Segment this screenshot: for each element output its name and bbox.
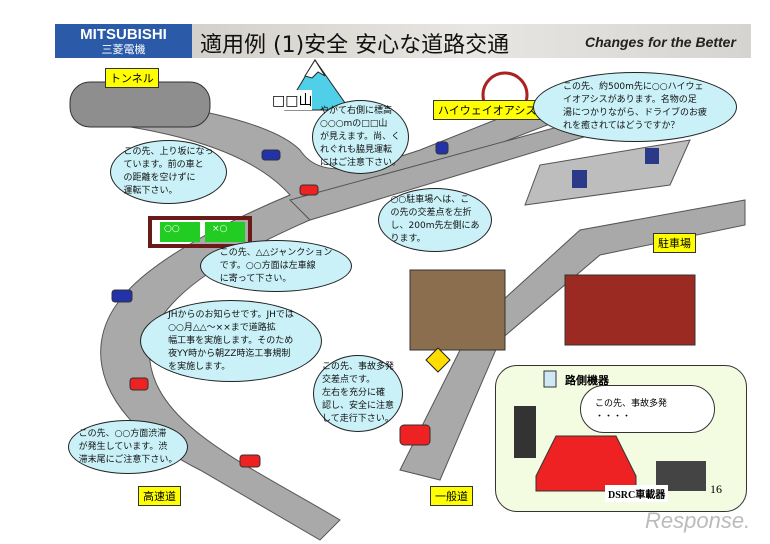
logo-jp: 三菱電機	[101, 43, 146, 56]
obu-label: DSRC車載器	[605, 485, 669, 502]
tunnel-icon	[69, 81, 211, 128]
bubble-parking: ○○駐車場へは、こ の先の交差点を左折 し、200m先左側にあ ります。	[378, 188, 492, 252]
label-general-road: 一般道	[430, 486, 473, 506]
highway-road	[79, 89, 622, 541]
car	[111, 289, 133, 303]
bubble-oasis: この先、約500m先に○○ハイウェ イオアシスがあります。名物の足 湯につかりな…	[533, 72, 737, 142]
mitsubishi-logo: MITSUBISHI 三菱電機	[55, 24, 192, 58]
car	[261, 149, 281, 161]
car	[239, 454, 261, 468]
cabinet-icon	[514, 406, 536, 458]
bubble-text: ○○駐車場へは、こ の先の交差点を左折 し、200m先左側にあ ります。	[390, 195, 480, 244]
car	[129, 377, 149, 391]
page-title: 適用例 (1)安全 安心な道路交通	[200, 33, 510, 58]
label-expressway: 高速道	[138, 486, 181, 506]
bubble-accident: この先、事故多発 交差点です。 左右を充分に確 認し、安全に注意 して走行下さい…	[313, 355, 403, 432]
car-icon	[535, 435, 637, 492]
bubble-tunnel: この先、上り坂になっ ています。前の車と の距離を空けずに 運転下さい。	[110, 140, 227, 204]
thought-cloud: この先、事故多発 ・・・・	[580, 385, 715, 433]
car	[299, 184, 319, 196]
parking-lot	[524, 139, 691, 206]
parking-sign	[572, 170, 587, 188]
building-brown	[409, 269, 506, 351]
logo-en: MITSUBISHI	[80, 26, 167, 43]
junction-warning-sign	[425, 347, 451, 373]
bubble-jh: JHからのお知らせです。JHでは ○○月△△～××まで道路拡 幅工事を実施します…	[140, 300, 322, 382]
sign-gantry	[148, 216, 252, 248]
page-number: 16	[710, 482, 722, 496]
bubble-junction: この先、△△ジャンクション です。○○方面は左車線 に寄って下さい。	[200, 240, 352, 292]
bubble-text: この先、○○方面渋滞 が発生しています。渋 滞末尾にご注意下さい。	[78, 428, 178, 465]
tagline: Changes for the Better	[585, 34, 736, 50]
watermark: Response.	[645, 508, 751, 533]
bubble-text: この先、約500m先に○○ハイウェ イオアシスがあります。名物の足 湯につかりな…	[562, 82, 707, 131]
roadside-unit-icon	[543, 370, 557, 388]
sign-left: ○○	[164, 224, 180, 234]
bubble-text: やがて右側に標高 ○○○mの□□山 が見えます。尚、く れぐれも脇見運転 にはご…	[319, 105, 401, 168]
label-parking: 駐車場	[653, 233, 696, 253]
sign-right: ×○	[212, 224, 228, 234]
bubble-text: この先、上り坂になっ ています。前の車と の距離を空けずに 運転下さい。	[123, 147, 214, 196]
car	[435, 141, 449, 155]
bubble-text: この先、△△ジャンクション です。○○方面は左車線 に寄って下さい。	[219, 247, 333, 284]
label-tunnel: トンネル	[105, 68, 159, 88]
label-mountain: □□山	[272, 90, 313, 110]
bubble-congestion: この先、○○方面渋滞 が発生しています。渋 滞末尾にご注意下さい。	[68, 420, 188, 474]
car	[399, 424, 431, 446]
bubble-text: この先、事故多発 交差点です。 左右を充分に確 認し、安全に注意 して走行下さい…	[321, 362, 394, 424]
roadside-unit-label: 路側機器	[565, 374, 609, 387]
bubble-mountain: やがて右側に標高 ○○○mの□□山 が見えます。尚、く れぐれも脇見運転 にはご…	[312, 100, 409, 174]
bubble-text: JHからのお知らせです。JHでは ○○月△△～××まで道路拡 幅工事を実施します…	[168, 309, 294, 372]
inset-illustration	[514, 370, 706, 492]
building-red	[564, 274, 696, 346]
label-oasis: ハイウェイオアシス	[433, 100, 542, 120]
